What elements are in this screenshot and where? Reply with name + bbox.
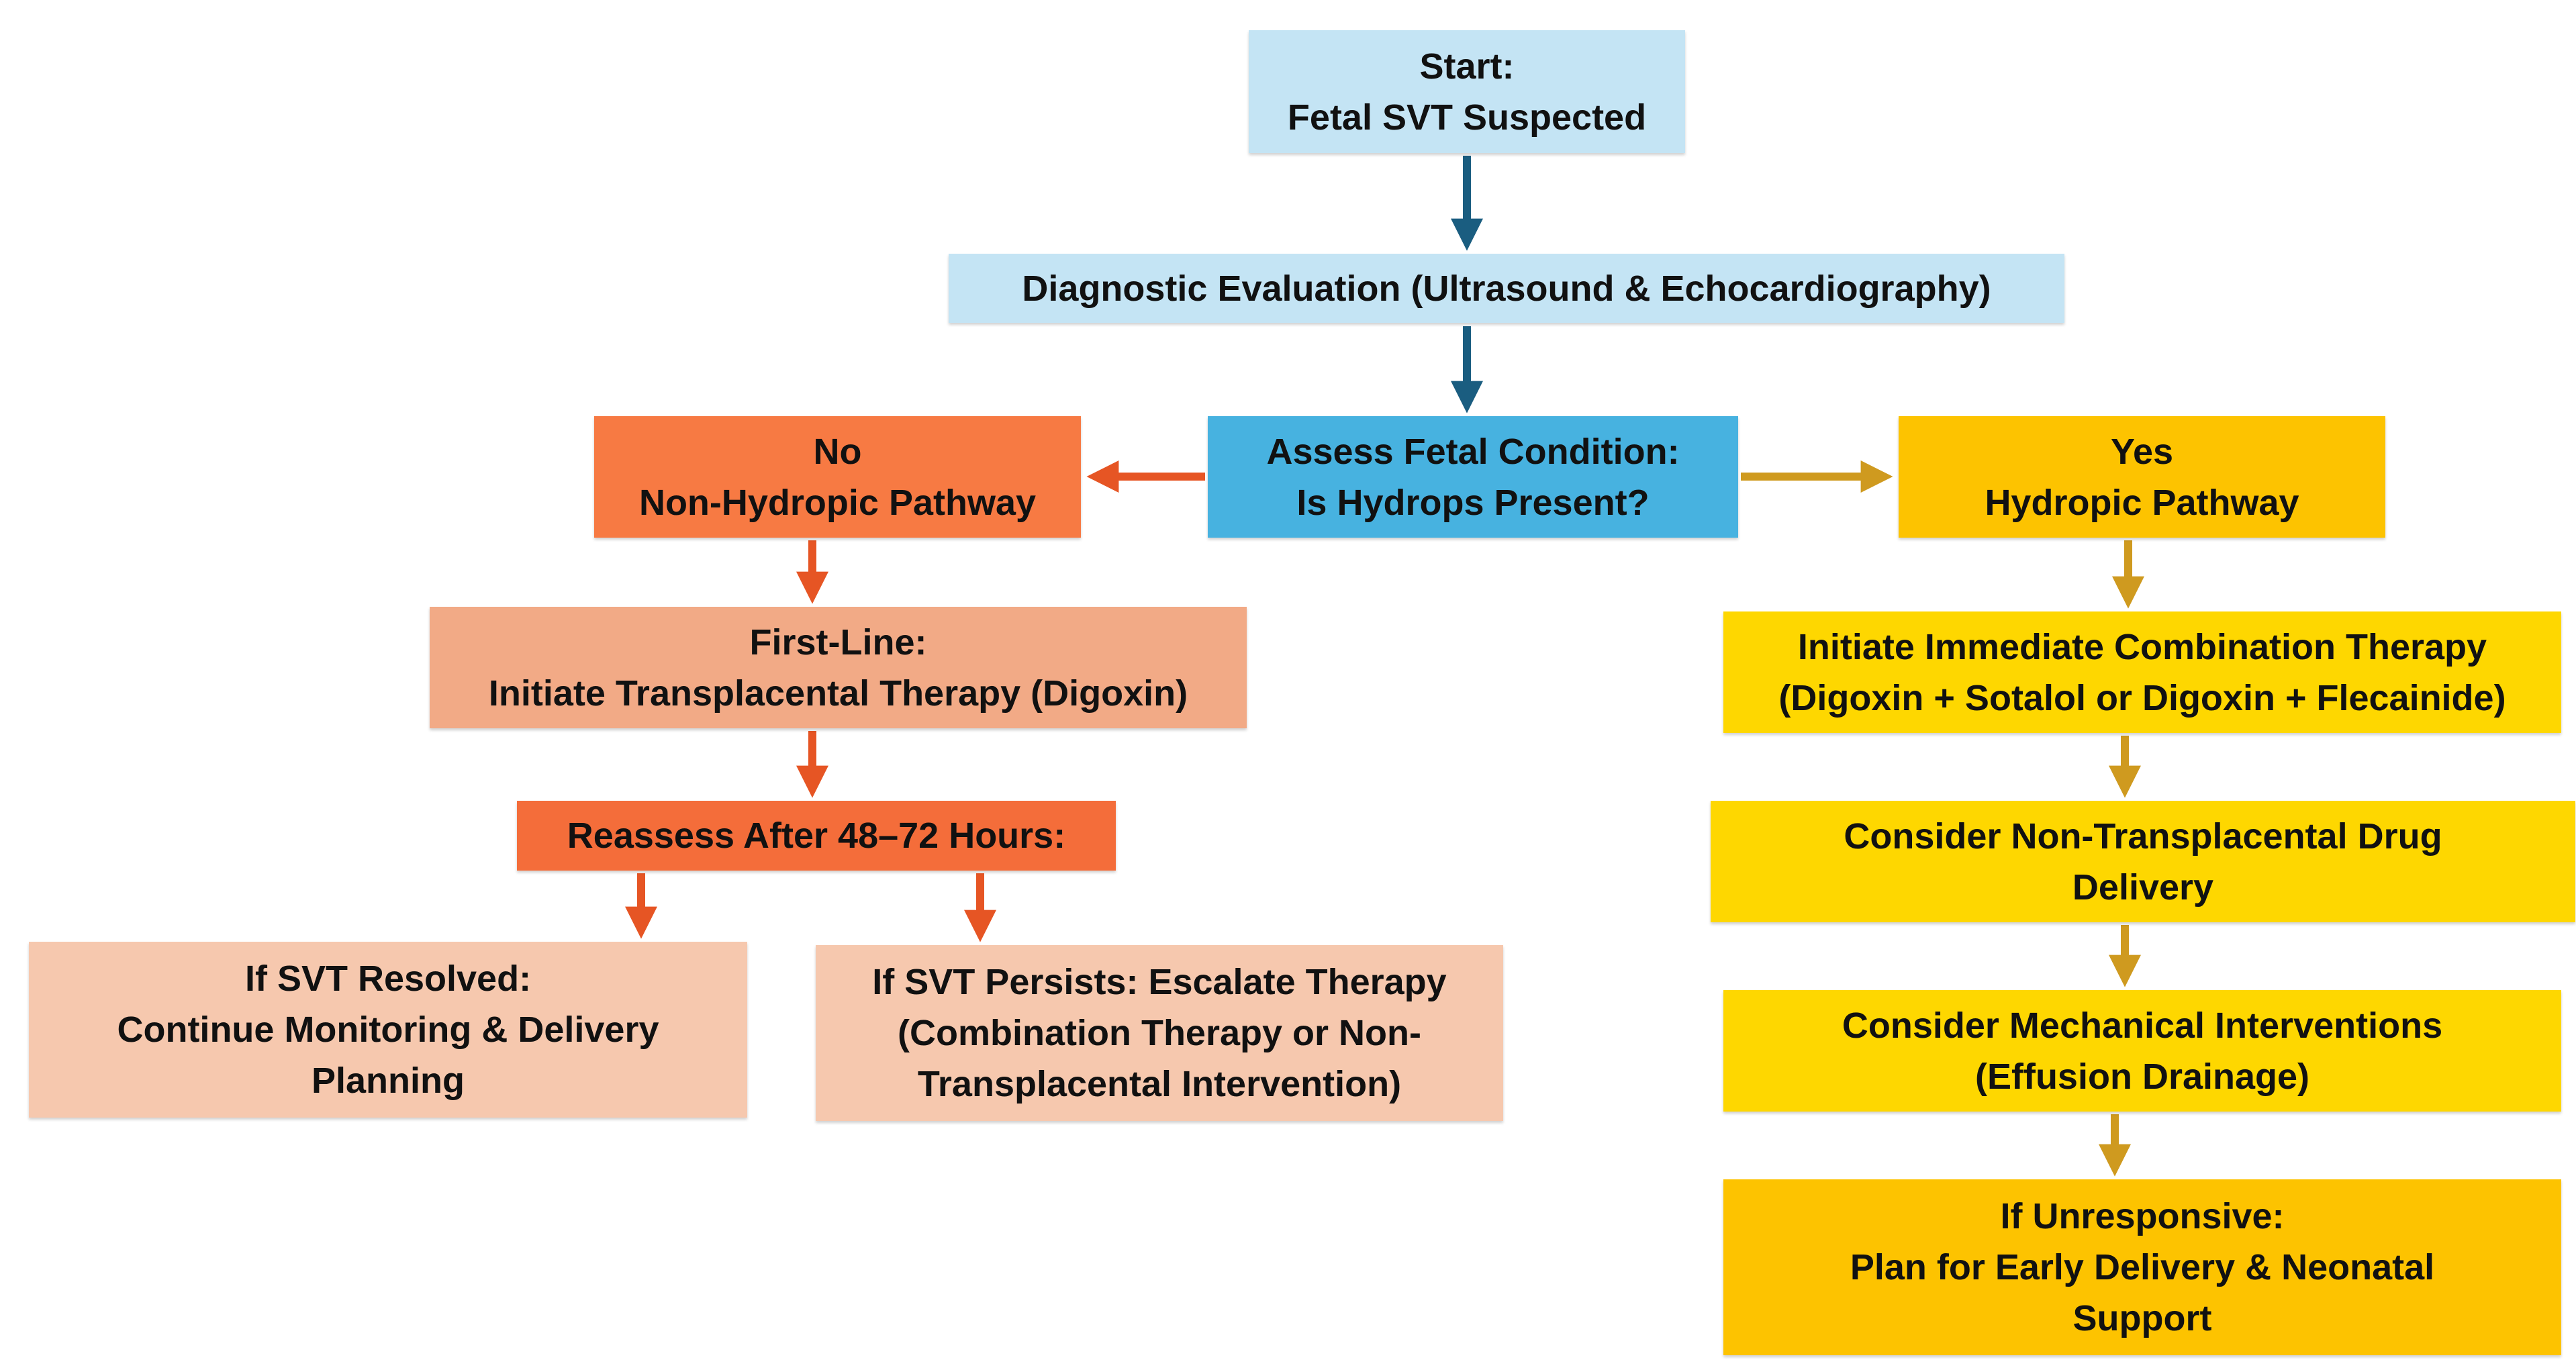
assess-line-1: Assess Fetal Condition: <box>1266 431 1680 472</box>
no-branch-line-2: Non-Hydropic Pathway <box>638 482 1037 523</box>
svt-resolved-node: If SVT Resolved: Continue Monitoring & D… <box>29 942 747 1118</box>
combination-therapy-node: Initiate Immediate Combination Therapy (… <box>1723 611 2561 733</box>
mechanical-line-1: Consider Mechanical Interventions <box>1842 1005 2443 1046</box>
yes-branch-line-1: Yes <box>2110 431 2174 472</box>
start-line-2: Fetal SVT Suspected <box>1287 97 1647 138</box>
start-line-1: Start: <box>1419 46 1515 87</box>
yes-branch-line-2: Hydropic Pathway <box>1985 482 2299 523</box>
first-line-line-1: First-Line: <box>749 622 927 663</box>
start-node: Start: Fetal SVT Suspected <box>1249 30 1685 153</box>
reassess-line-1: Reassess After 48–72 Hours: <box>567 816 1066 856</box>
diagnostic-evaluation-node: Diagnostic Evaluation (Ultrasound & Echo… <box>949 254 2064 323</box>
resolved-line-3: Planning <box>312 1061 465 1101</box>
non-hydropic-pathway-node: No Non-Hydropic Pathway <box>594 416 1081 538</box>
assess-line-2: Is Hydrops Present? <box>1296 482 1650 523</box>
first-line-therapy-node: First-Line: Initiate Transplacental Ther… <box>430 607 1247 728</box>
reassess-node: Reassess After 48–72 Hours: <box>517 801 1116 871</box>
diagnostic-line-1: Diagnostic Evaluation (Ultrasound & Echo… <box>1022 268 1991 309</box>
unresponsive-line-3: Support <box>2072 1298 2212 1338</box>
resolved-line-2: Continue Monitoring & Delivery <box>117 1010 659 1050</box>
resolved-line-1: If SVT Resolved: <box>244 959 532 999</box>
combination-line-1: Initiate Immediate Combination Therapy <box>1797 626 2487 667</box>
persists-line-3: Transplacental Intervention) <box>917 1064 1402 1104</box>
persists-line-2: (Combination Therapy or Non- <box>898 1013 1421 1053</box>
first-line-line-2: Initiate Transplacental Therapy (Digoxin… <box>488 673 1188 714</box>
unresponsive-line-1: If Unresponsive: <box>2000 1196 2285 1236</box>
combination-line-2: (Digoxin + Sotalol or Digoxin + Flecaini… <box>1778 677 2506 718</box>
hydropic-pathway-node: Yes Hydropic Pathway <box>1899 416 2385 538</box>
mechanical-interventions-node: Consider Mechanical Interventions (Effus… <box>1723 990 2561 1112</box>
assess-fetal-condition-node: Assess Fetal Condition: Is Hydrops Prese… <box>1208 416 1738 538</box>
non-transplacental-line-2: Delivery <box>2072 867 2214 908</box>
persists-line-1: If SVT Persists: Escalate Therapy <box>872 962 1447 1002</box>
unresponsive-line-2: Plan for Early Delivery & Neonatal <box>1850 1247 2435 1287</box>
svt-persists-node: If SVT Persists: Escalate Therapy (Combi… <box>816 945 1503 1121</box>
non-transplacental-delivery-node: Consider Non-Transplacental Drug Deliver… <box>1711 801 2575 922</box>
mechanical-line-2: (Effusion Drainage) <box>1974 1056 2310 1097</box>
unresponsive-node: If Unresponsive: Plan for Early Delivery… <box>1723 1179 2561 1355</box>
non-transplacental-line-1: Consider Non-Transplacental Drug <box>1844 816 2442 856</box>
no-branch-line-1: No <box>813 431 862 472</box>
